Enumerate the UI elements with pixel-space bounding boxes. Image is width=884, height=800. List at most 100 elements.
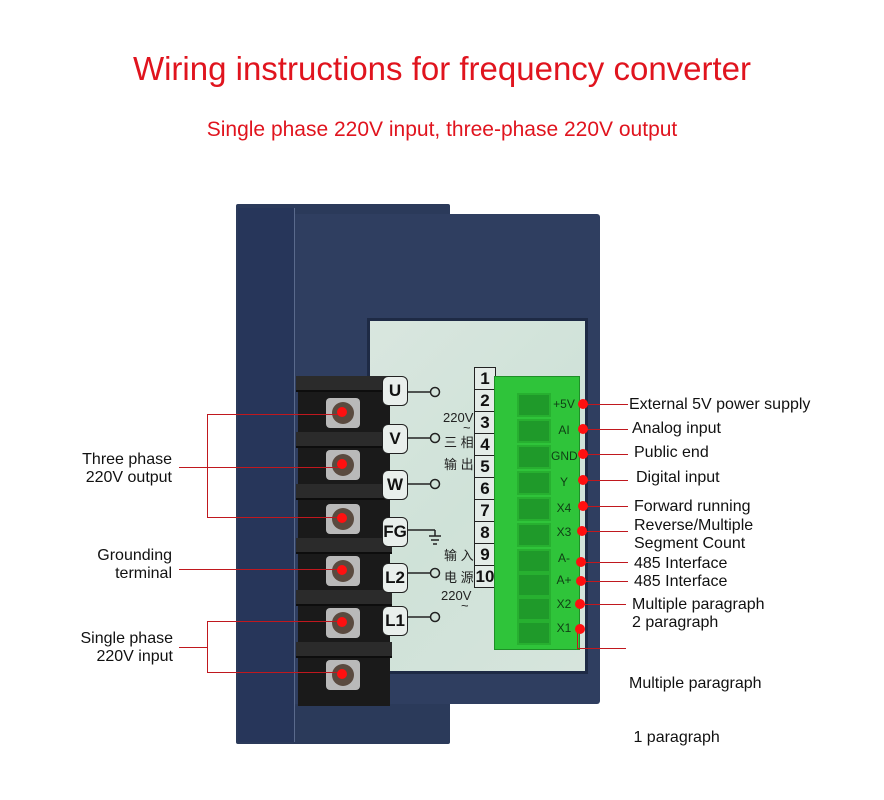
callout-line [179, 647, 208, 648]
callout-digital-input: Digital input [636, 469, 720, 486]
callout-dot [578, 399, 588, 409]
callout-dot [578, 501, 588, 511]
terminal-divider [296, 432, 392, 448]
page-subtitle: Single phase 220V input, three-phase 220… [206, 118, 678, 141]
callout-line [179, 569, 342, 570]
pin-label: GND [551, 449, 578, 463]
pin-label: Y [559, 475, 568, 489]
callout-text: 220V output [85, 469, 172, 486]
pin-label: +5V [553, 397, 575, 411]
callout-line [577, 629, 578, 649]
connector-slot[interactable] [517, 621, 551, 645]
callout-line [584, 506, 628, 507]
callout-line [584, 429, 628, 430]
terminal-label-u: U [382, 376, 408, 406]
terminal-divider [296, 642, 392, 658]
terminal-number: 4 [474, 433, 496, 456]
connector-slot[interactable] [517, 573, 551, 597]
pin-label: X1 [556, 621, 572, 635]
callout-line [584, 454, 628, 455]
callout-multi-1: Multiple paragraph 1 paragraph [629, 639, 762, 765]
callout-text: 2 paragraph [632, 614, 719, 631]
callout-three-phase-output: Three phase 220V output [40, 451, 172, 487]
callout-485-a-minus: 485 Interface [634, 555, 728, 572]
callout-text: Multiple paragraph [632, 596, 765, 613]
callout-dot [576, 557, 586, 567]
callout-text: 1 paragraph [629, 729, 720, 746]
power-terminal-block [296, 376, 392, 706]
callout-dot [337, 617, 347, 627]
callout-line [584, 404, 628, 405]
callout-dot [578, 449, 588, 459]
callout-dot [337, 565, 347, 575]
callout-text: Grounding [97, 547, 172, 564]
callout-grounding-terminal: Grounding terminal [40, 547, 172, 583]
panel-schematic [407, 386, 441, 623]
pin-label: X2 [556, 597, 572, 611]
connector-slot[interactable] [517, 393, 551, 417]
control-terminal-connector: +5V AI GND Y X4 X3 A- A+ X2 X1 [494, 376, 580, 650]
callout-line [207, 517, 342, 518]
page-title: Wiring instructions for frequency conver… [132, 50, 752, 87]
callout-line [584, 480, 628, 481]
terminal-number: 2 [474, 389, 496, 412]
output-cn-text-1: 三 相 [444, 435, 474, 450]
callout-text: Single phase [80, 630, 173, 647]
callout-multi-2: Multiple paragraph 2 paragraph [632, 596, 765, 632]
connector-slot[interactable] [517, 549, 551, 573]
callout-line [577, 648, 626, 649]
connector-slot[interactable] [517, 597, 551, 621]
connector-slot[interactable] [517, 471, 551, 495]
callout-single-phase-input: Single phase 220V input [40, 630, 173, 666]
callout-line [583, 531, 628, 532]
output-tilde: ~ [463, 420, 471, 435]
callout-dot [577, 526, 587, 536]
terminal-label-l2: L2 [382, 563, 408, 593]
pin-label: X3 [556, 525, 572, 539]
callout-line [179, 467, 342, 468]
callout-dot [575, 624, 585, 634]
callout-line [207, 414, 342, 415]
housing-side [238, 208, 295, 742]
output-voltage-text: 220V [443, 410, 474, 425]
input-cn-text-1: 输 入 [444, 548, 474, 563]
input-tilde: ~ [461, 598, 469, 613]
connector-slot[interactable] [517, 445, 551, 469]
callout-text: Three phase [82, 451, 172, 468]
callout-line [207, 621, 342, 622]
input-cn-text-2: 电 源 [444, 570, 474, 585]
callout-text: 220V input [96, 648, 173, 665]
pin-label: AI [558, 423, 570, 437]
terminal-number: 3 [474, 411, 496, 434]
callout-line [582, 581, 628, 582]
callout-text: terminal [115, 565, 172, 582]
terminal-number: 5 [474, 455, 496, 478]
callout-dot [337, 407, 347, 417]
callout-dot [337, 459, 347, 469]
callout-reverse-multiple: Reverse/Multiple Segment Count [634, 517, 753, 553]
terminal-label-l1: L1 [382, 606, 408, 636]
callout-dot [578, 475, 588, 485]
callout-text: Segment Count [634, 535, 746, 552]
output-cn-text-2: 输 出 [444, 457, 474, 472]
callout-external-5v: External 5V power supply [629, 396, 811, 413]
pin-label: A- [558, 551, 570, 565]
terminal-number: 9 [474, 543, 496, 566]
terminal-number-column: 1 2 3 4 5 6 7 8 9 10 [474, 367, 496, 588]
input-voltage-text: 220V [441, 588, 472, 603]
terminal-number: 7 [474, 499, 496, 522]
callout-forward-running: Forward running [634, 498, 751, 515]
connector-slot[interactable] [517, 523, 551, 547]
terminal-divider [296, 590, 392, 606]
callout-485-a-plus: 485 Interface [634, 573, 728, 590]
terminal-number: 6 [474, 477, 496, 500]
terminal-label-fg: FG [382, 517, 408, 547]
connector-slot[interactable] [517, 497, 551, 521]
callout-public-end: Public end [634, 444, 709, 461]
pin-label: X4 [556, 501, 572, 515]
callout-analog-input: Analog input [632, 420, 721, 437]
callout-line [582, 562, 628, 563]
callout-dot [575, 599, 585, 609]
connector-slot[interactable] [517, 419, 551, 443]
terminal-divider [296, 376, 392, 392]
